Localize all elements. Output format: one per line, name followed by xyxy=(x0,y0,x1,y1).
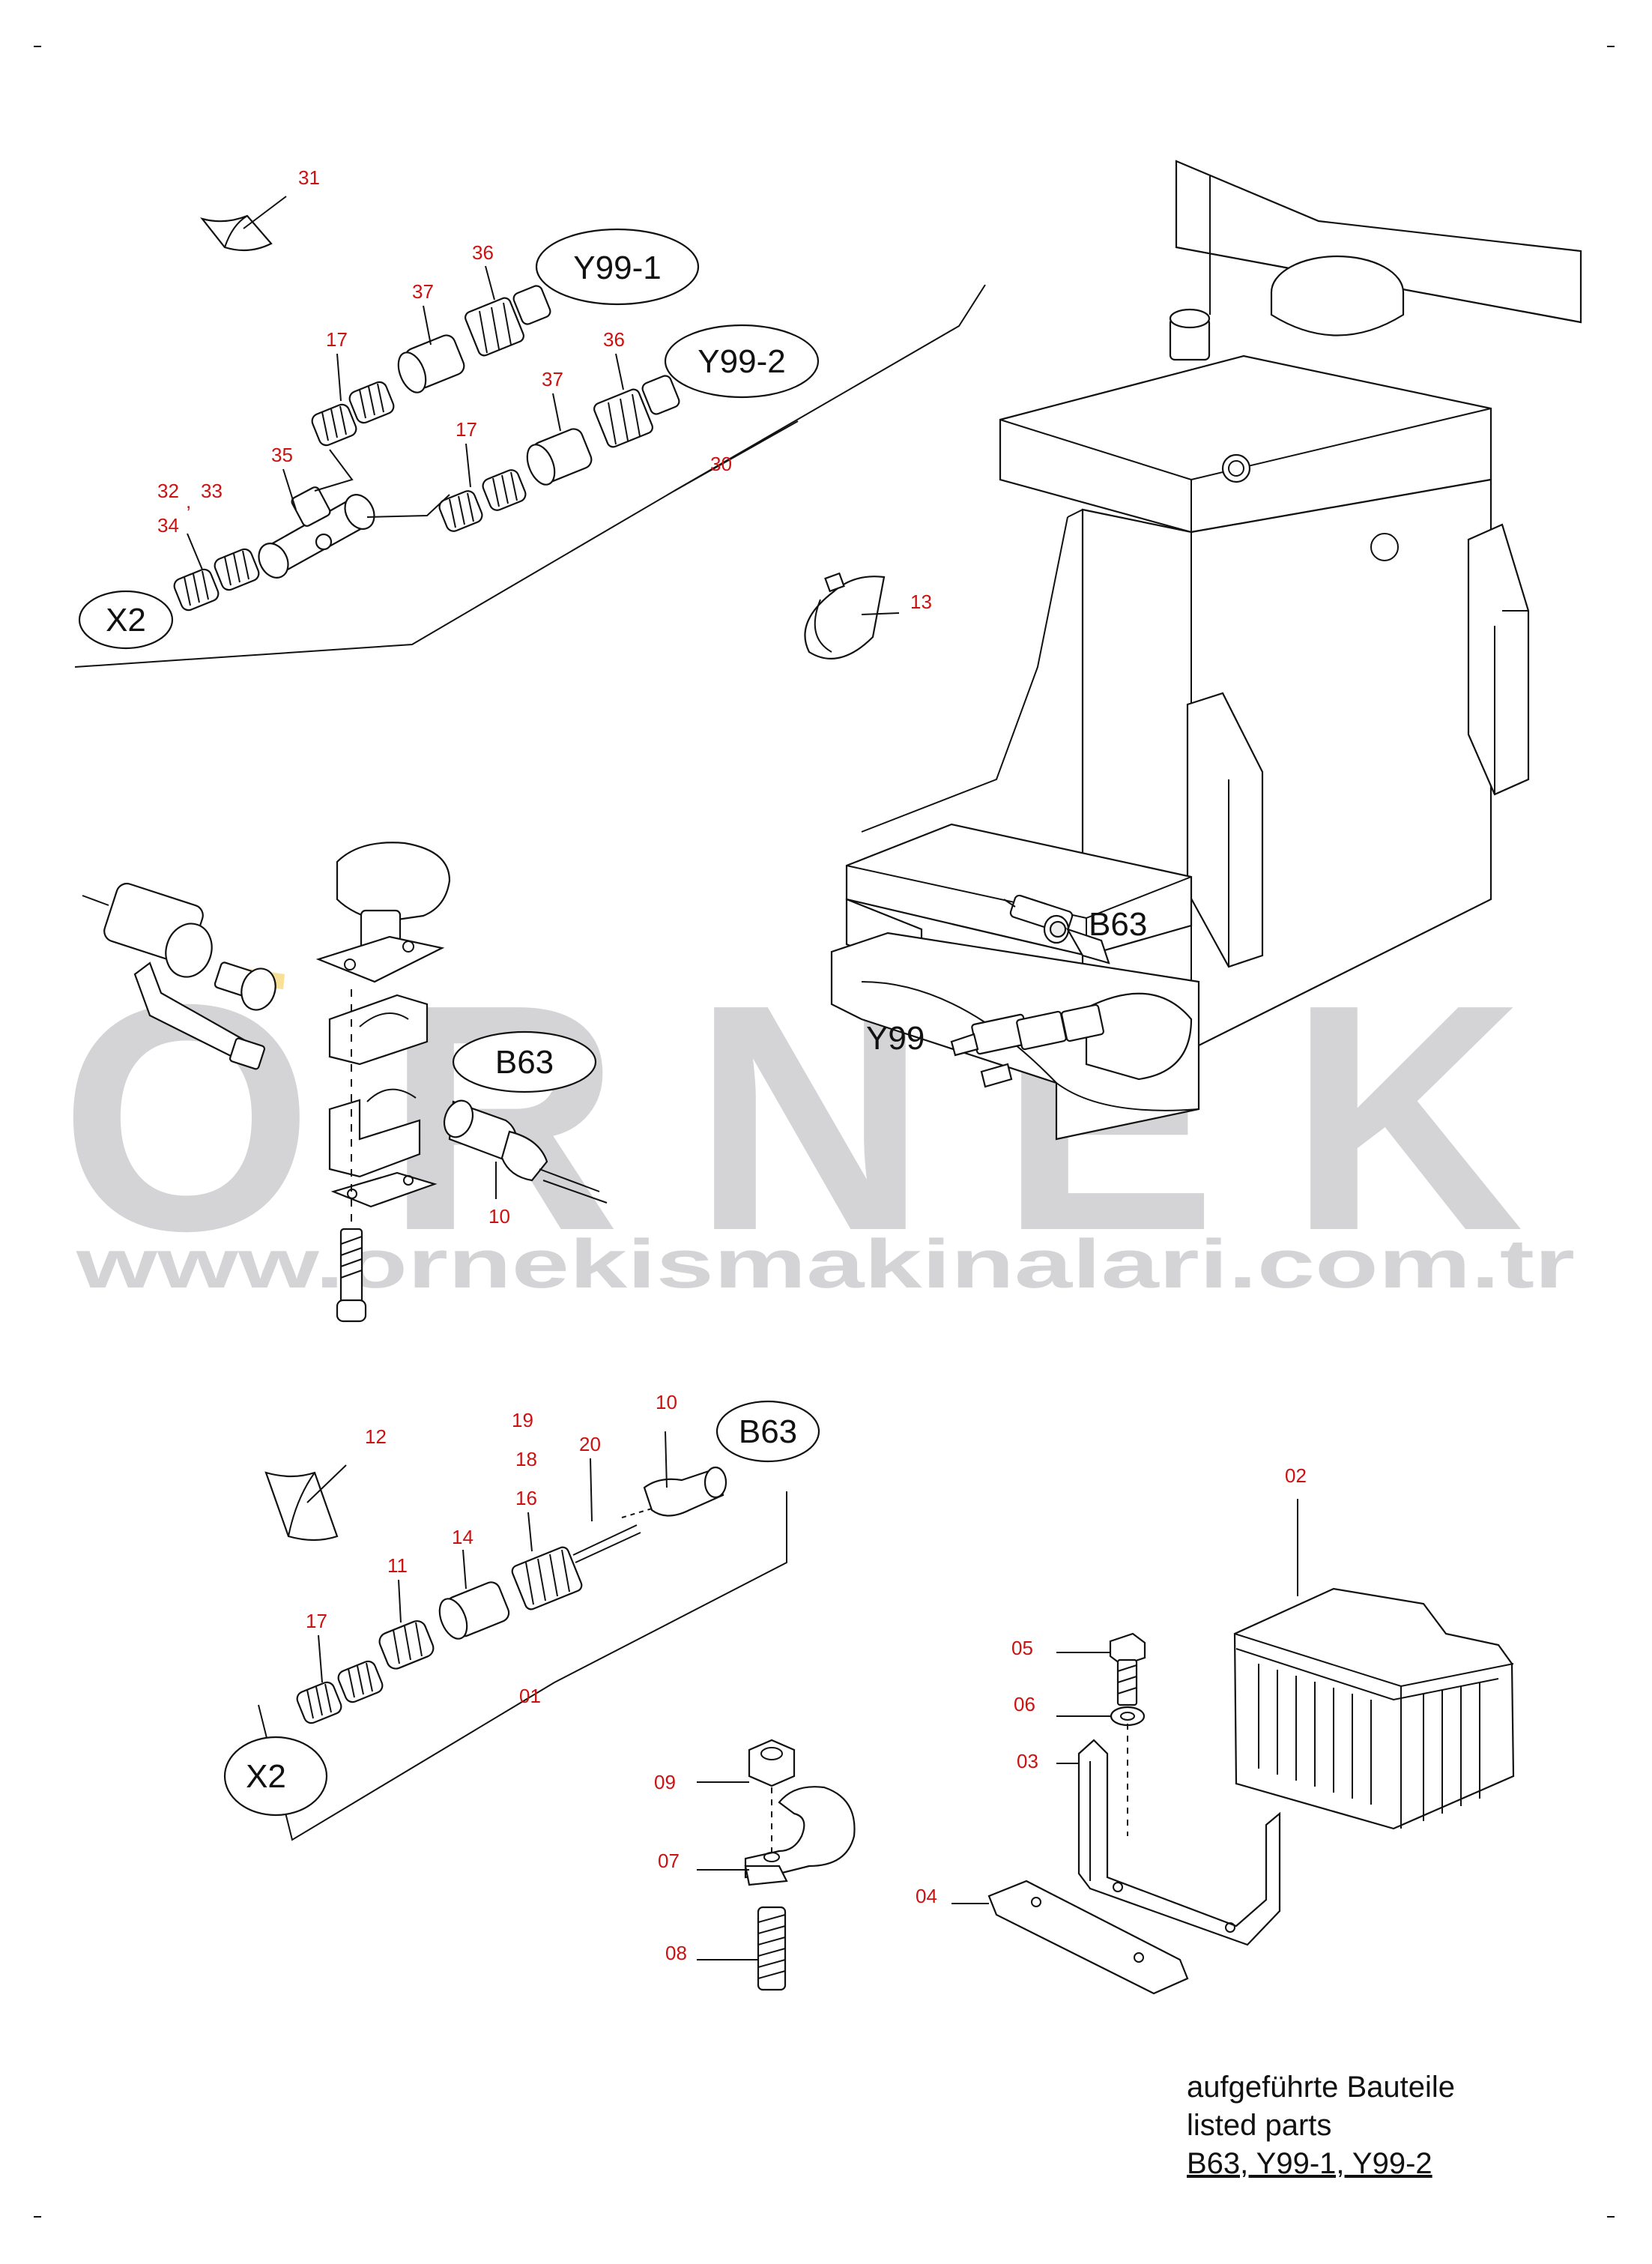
terminal-box-02 xyxy=(1233,1587,1515,1830)
fitting-11 xyxy=(378,1619,435,1670)
sensor-fitting-assembly-01: X2 12 B63 19 18 20 10 16 14 11 xyxy=(223,1391,820,1841)
callout-30: 30 xyxy=(710,453,732,475)
registration-marks xyxy=(34,46,1615,2218)
label-b63-machine: B63 xyxy=(1089,906,1147,943)
bracket-box-assembly: 02 05 06 03 04 xyxy=(916,1464,1515,1995)
hose-12 xyxy=(264,1471,339,1542)
callout-17-lower: 17 xyxy=(456,418,477,441)
washer-06 xyxy=(1110,1706,1146,1727)
callout-06: 06 xyxy=(1014,1693,1035,1715)
callout-10-bottom: 10 xyxy=(656,1391,677,1413)
callout-08: 08 xyxy=(665,1942,687,1964)
parts-note-line-2: listed parts xyxy=(1187,2109,1332,2142)
hose-31 xyxy=(200,214,273,252)
u-bracket-03 xyxy=(1077,1739,1281,1946)
upper-branch-fittings xyxy=(311,285,551,447)
callout-36-upper: 36 xyxy=(472,241,494,264)
callout-20: 20 xyxy=(579,1433,601,1455)
machine-frame: B63 Y99 xyxy=(830,160,1582,1141)
callout-07: 07 xyxy=(658,1850,680,1872)
label-oval-y99-1 xyxy=(535,228,700,306)
watermark: ORNEK www.ornekismakinalari.com.tr xyxy=(60,938,1575,1302)
machine-b63-sensor: B63 xyxy=(1003,894,1147,965)
sensor-10 xyxy=(643,1467,724,1517)
p-clamp-07 xyxy=(744,1786,856,1879)
assembly-01-frame xyxy=(258,1491,787,1841)
bolt-05 xyxy=(1109,1632,1146,1667)
callout-03: 03 xyxy=(1017,1750,1038,1772)
parts-note: aufgeführte Bauteile listed parts B63, Y… xyxy=(1187,2068,1455,2183)
callout-33: 33 xyxy=(201,480,223,502)
callout-17-upper: 17 xyxy=(326,328,348,351)
callout-01: 01 xyxy=(519,1685,541,1707)
callout-comma: , xyxy=(186,490,191,513)
callout-19: 19 xyxy=(512,1409,533,1431)
nut-16 xyxy=(511,1546,583,1611)
label-x2-bottom: X2 xyxy=(246,1758,286,1795)
nut-09 xyxy=(748,1739,796,1787)
callout-04: 04 xyxy=(916,1885,937,1907)
t-piece-35 xyxy=(258,449,450,579)
label-oval-x2-top xyxy=(78,590,174,650)
label-x2-top: X2 xyxy=(106,602,146,639)
clamp-upper-half xyxy=(328,994,429,1066)
cable-tie-13: 13 xyxy=(804,572,932,660)
machine-y99-valves: Y99 xyxy=(866,1003,1104,1088)
pneumatic-fitting-assembly-30: Y99-1 Y99-2 X2 xyxy=(74,166,986,668)
callout-34: 34 xyxy=(157,514,179,537)
label-oval-y99-2 xyxy=(664,324,820,399)
callout-32: 32 xyxy=(157,480,179,502)
callout-14: 14 xyxy=(452,1526,473,1548)
callout-16: 16 xyxy=(515,1487,537,1509)
clamp-plate xyxy=(330,1171,438,1208)
callout-10-mid: 10 xyxy=(488,1205,510,1228)
lower-branch-fittings xyxy=(438,375,680,532)
callout-12: 12 xyxy=(365,1425,387,1448)
callout-18: 18 xyxy=(515,1448,537,1470)
label-b63-mid: B63 xyxy=(495,1044,554,1081)
watermark-url: www.ornekismakinalari.com.tr xyxy=(75,1226,1575,1302)
callout-09: 09 xyxy=(654,1771,676,1793)
pipe-clamp-assembly: 09 07 08 xyxy=(654,1739,856,1991)
label-y99-machine: Y99 xyxy=(866,1020,925,1057)
fitting-32-33-34 xyxy=(173,533,260,612)
callout-31: 31 xyxy=(298,166,320,189)
parts-note-line-1: aufgeführte Bauteile xyxy=(1187,2071,1456,2104)
callout-35: 35 xyxy=(271,444,293,466)
callout-11: 11 xyxy=(387,1554,408,1577)
mounting-strip-04 xyxy=(987,1880,1189,1995)
callout-05: 05 xyxy=(1011,1637,1033,1659)
label-b63-bottom: B63 xyxy=(739,1413,797,1450)
callout-36-lower: 36 xyxy=(603,328,625,351)
callout-02: 02 xyxy=(1285,1464,1307,1487)
callout-13: 13 xyxy=(910,591,932,613)
callout-37-upper: 37 xyxy=(412,280,434,303)
label-y99-2: Y99-2 xyxy=(698,343,785,380)
callout-17-bottom: 17 xyxy=(306,1610,327,1632)
callout-37-lower: 37 xyxy=(542,368,563,390)
b63-mounting-assembly: B63 10 xyxy=(82,842,608,1323)
label-y99-1: Y99-1 xyxy=(573,250,661,286)
parts-note-line-3: B63, Y99-1, Y99-2 xyxy=(1187,2147,1432,2180)
